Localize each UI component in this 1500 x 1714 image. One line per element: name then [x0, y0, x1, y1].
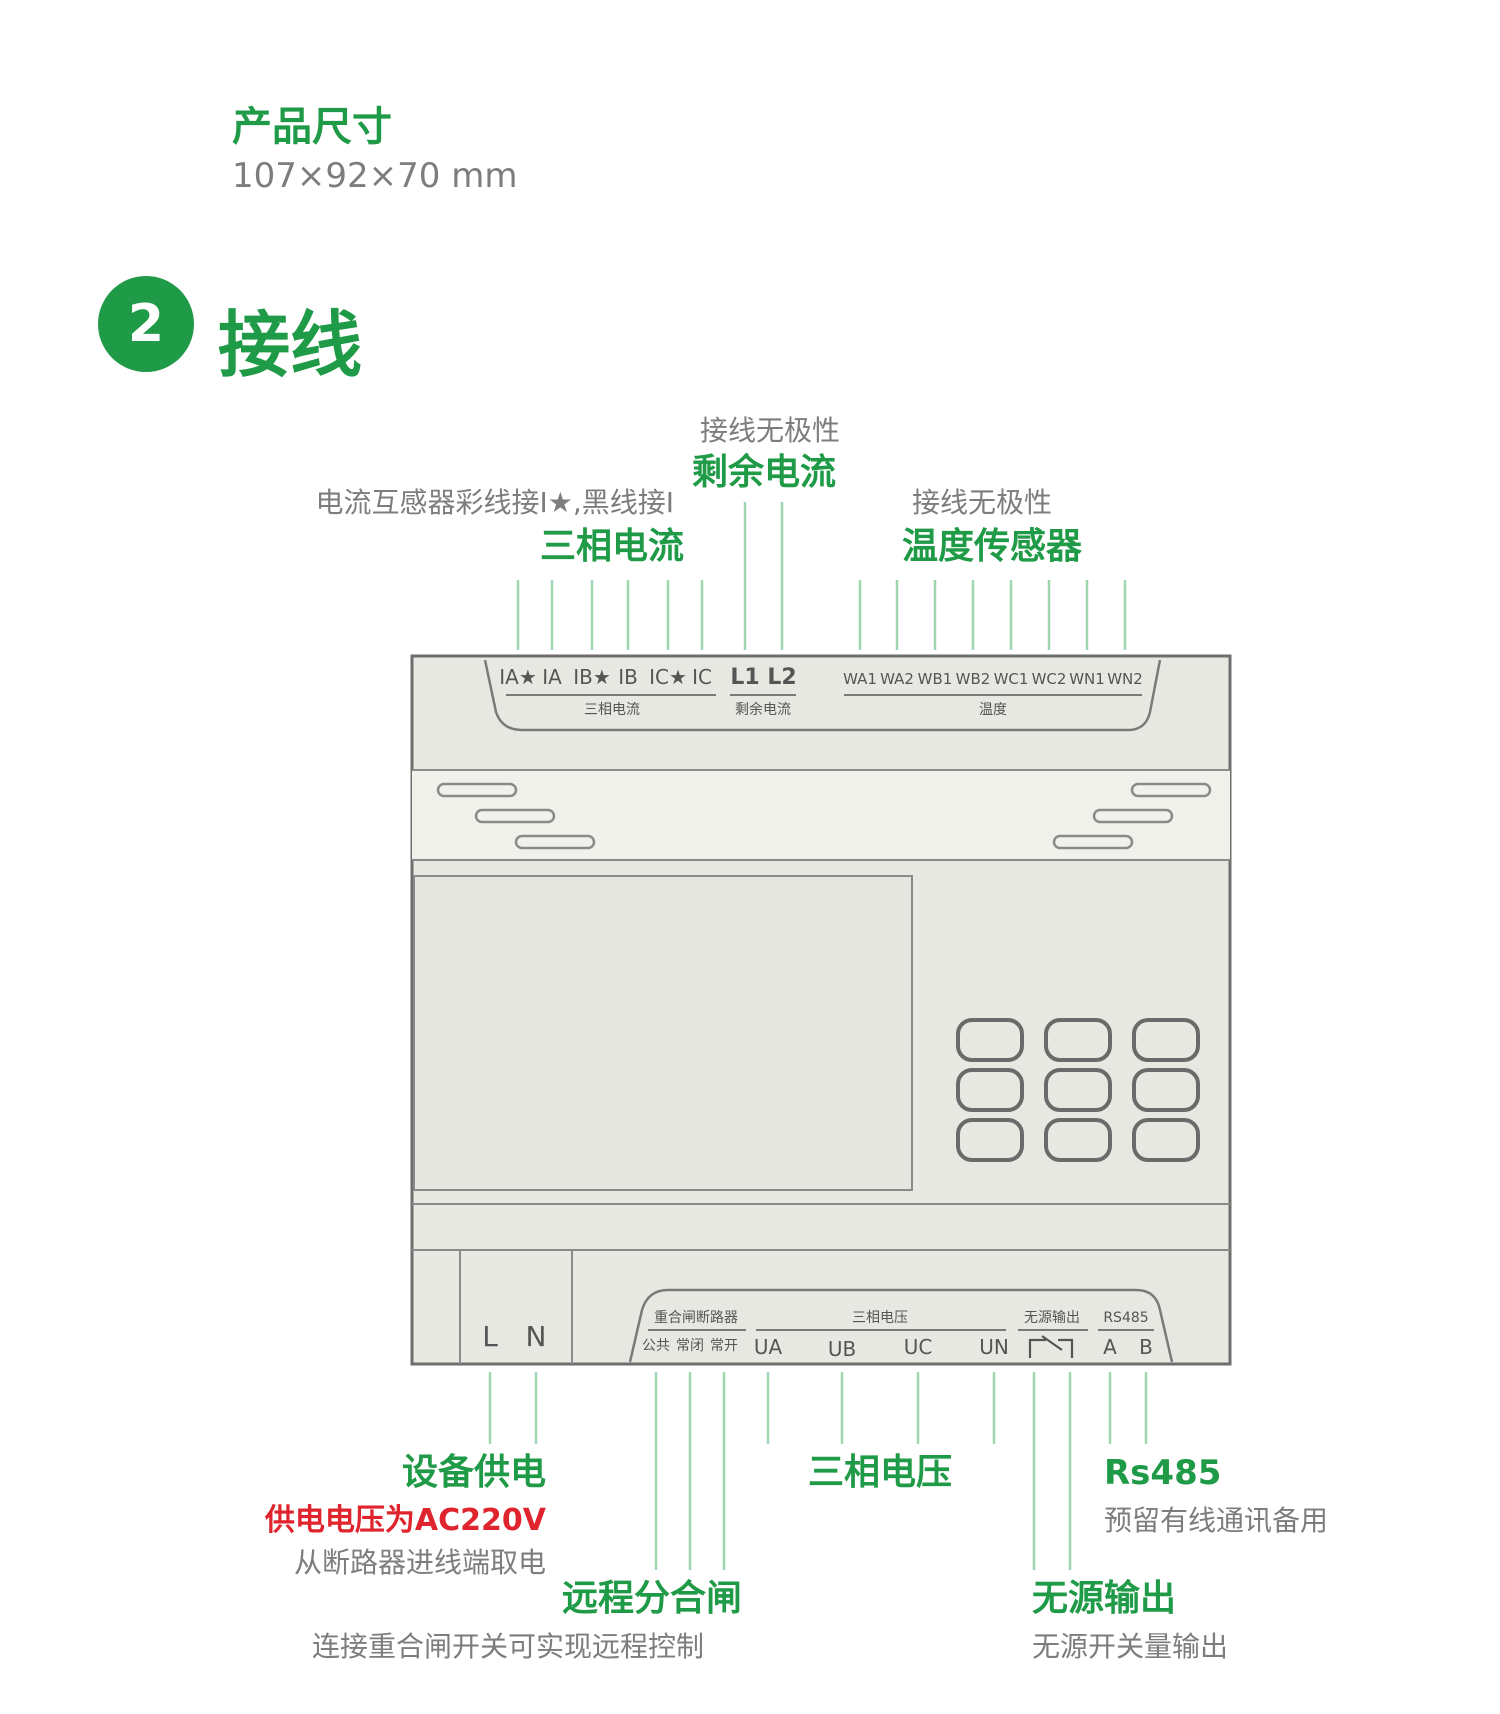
terminal-b: B: [1139, 1335, 1153, 1359]
terminal-wa1: WA1: [843, 670, 877, 688]
bottom-group-rs485-label: RS485: [1103, 1310, 1148, 1326]
terminal-wa2: WA2: [880, 670, 914, 688]
remote-switch-desc: 连接重合闸开关可实现远程控制: [312, 1630, 704, 1663]
terminal-a: A: [1103, 1335, 1117, 1359]
keypad-button-9[interactable]: [1132, 1118, 1200, 1162]
three-phase-voltage-title: 三相电压: [808, 1452, 952, 1493]
temperature-sensor-title: 温度传感器: [902, 526, 1083, 567]
keypad-button-7[interactable]: [956, 1118, 1024, 1162]
residual-title: 剩余电流: [692, 451, 836, 493]
keypad-button-4[interactable]: [956, 1068, 1024, 1112]
terminal-nc: 常闭: [676, 1338, 704, 1354]
top-terminal-labels: IA★ IA IB★ IB IC★ IC L1 L2: [499, 665, 796, 690]
vent-slot-left-1: [436, 782, 518, 798]
terminal-ib: IB: [618, 665, 638, 689]
temperature-note: 接线无极性: [912, 486, 1052, 519]
terminal-wc1: WC1: [994, 670, 1029, 688]
supply-voltage-note: 供电电压为AC220V: [264, 1503, 547, 1538]
section-number-badge: 2: [98, 276, 194, 372]
vent-slot-left-3: [514, 834, 596, 850]
terminal-uc: UC: [904, 1335, 933, 1359]
device-power-title: 设备供电: [402, 1452, 546, 1493]
terminal-wn1: WN1: [1069, 670, 1105, 688]
rs485-desc: 预留有线通讯备用: [1104, 1504, 1328, 1537]
device-body: [410, 654, 1232, 1366]
terminal-l1: L1: [730, 665, 759, 690]
bottom-group-voltage-label: 三相电压: [852, 1310, 908, 1326]
terminal-wn2: WN2: [1107, 670, 1143, 688]
top-group-temp-label: 温度: [979, 702, 1007, 718]
product-size-title: 产品尺寸: [232, 104, 392, 150]
remote-switch-title: 远程分合闸: [562, 1578, 742, 1619]
keypad: [956, 1018, 1200, 1162]
terminal-l: L: [482, 1320, 498, 1353]
vent-slot-left-2: [474, 808, 556, 824]
vent-slot-right-1: [1130, 782, 1212, 798]
top-leader-lines: [516, 502, 1127, 650]
terminal-wc2: WC2: [1032, 670, 1067, 688]
keypad-button-1[interactable]: [956, 1018, 1024, 1062]
terminal-ub: UB: [828, 1337, 856, 1361]
bottom-group-passive-label: 无源输出: [1024, 1310, 1080, 1326]
voltage-terminal-labels: UA UB UC UN: [754, 1335, 1009, 1361]
terminal-no: 常开: [710, 1338, 738, 1354]
vent-slot-right-3: [1052, 834, 1134, 850]
top-group-residual-label: 剩余电流: [735, 701, 791, 718]
terminal-l2: L2: [767, 665, 796, 690]
terminal-ua: UA: [754, 1335, 783, 1359]
bottom-leader-lines: [488, 1372, 1148, 1570]
three-phase-current-title: 三相电流: [540, 526, 684, 567]
terminal-ic: IC: [692, 665, 712, 689]
passive-output-title: 无源输出: [1032, 1578, 1176, 1619]
relay-contact-icon: [1028, 1335, 1074, 1358]
rs485-terminal-labels: A B: [1103, 1335, 1153, 1359]
terminal-ib-star: IB★: [573, 665, 611, 689]
keypad-button-2[interactable]: [1044, 1018, 1112, 1062]
rs485-title: Rs485: [1104, 1453, 1221, 1493]
vent-slots: [436, 782, 1212, 850]
bottom-terminal-bracket: [628, 1288, 1174, 1363]
temp-terminal-labels: WA1 WA2 WB1 WB2 WC1 WC2 WN1 WN2: [843, 670, 1143, 688]
bottom-group-breaker-label: 重合闸断路器: [654, 1310, 738, 1326]
power-source-note: 从断路器进线端取电: [294, 1546, 546, 1579]
terminal-ic-star: IC★: [649, 665, 687, 689]
top-group-current-label: 三相电流: [584, 702, 640, 718]
terminal-common: 公共: [642, 1338, 670, 1354]
top-group-labels: 三相电流 剩余电流 温度: [584, 701, 1007, 718]
terminal-un: UN: [979, 1335, 1009, 1359]
section-title: 接线: [218, 303, 363, 387]
passive-output-desc: 无源开关量输出: [1032, 1630, 1228, 1663]
product-size-value: 107×92×70 mm: [232, 156, 518, 196]
keypad-button-5[interactable]: [1044, 1068, 1112, 1112]
terminal-wb2: WB2: [956, 670, 991, 688]
terminal-ia-star: IA★: [499, 665, 537, 689]
vent-slot-right-2: [1092, 808, 1174, 824]
bottom-group-labels: 重合闸断路器 三相电压 无源输出 RS485: [654, 1310, 1149, 1326]
keypad-button-6[interactable]: [1132, 1068, 1200, 1112]
keypad-button-3[interactable]: [1132, 1018, 1200, 1062]
top-terminal-bracket: [483, 659, 1162, 732]
ct-wiring-note: 电流互感器彩线接I★,黑线接I: [315, 486, 674, 519]
terminal-n: N: [526, 1320, 547, 1353]
terminal-ia: IA: [542, 665, 562, 689]
terminal-wb1: WB1: [918, 670, 953, 688]
breaker-terminal-labels: 公共 常闭 常开: [642, 1338, 738, 1354]
residual-note: 接线无极性: [700, 414, 840, 447]
power-terminals: L N: [482, 1320, 546, 1353]
keypad-button-8[interactable]: [1044, 1118, 1112, 1162]
